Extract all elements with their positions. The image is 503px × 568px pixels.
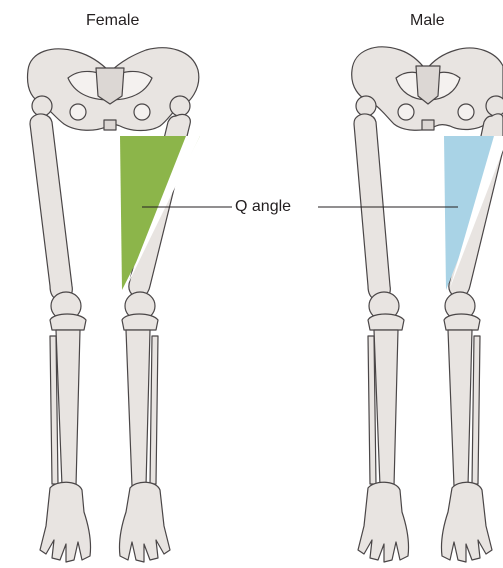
male-left-femur [354, 96, 390, 300]
q-angle-label: Q angle [232, 198, 294, 216]
male-skeleton [352, 47, 503, 562]
female-skeleton [28, 48, 199, 562]
female-label: Female [86, 12, 139, 30]
female-feet [40, 482, 170, 562]
female-knees [50, 292, 158, 330]
male-right-lower-leg [448, 330, 480, 492]
female-left-lower-leg [50, 330, 80, 492]
female-right-lower-leg [126, 330, 158, 492]
female-left-femur [30, 96, 72, 300]
male-feet [358, 482, 492, 562]
male-label: Male [410, 12, 445, 30]
male-knees [368, 292, 480, 330]
male-left-lower-leg [368, 330, 398, 492]
